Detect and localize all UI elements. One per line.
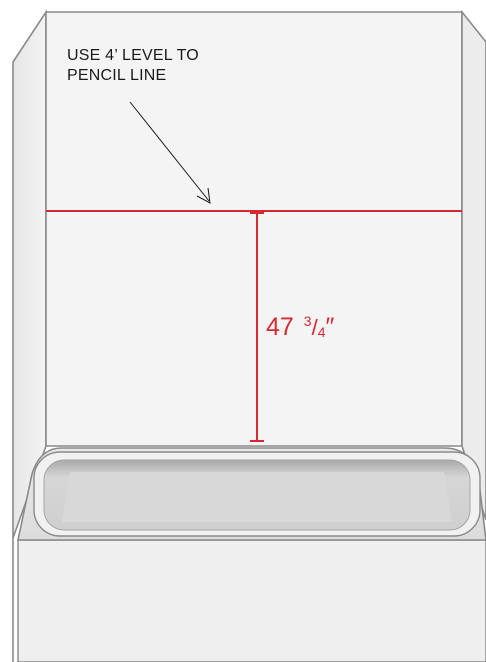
level-instruction-callout: USE 4’ LEVEL TO PENCIL LINE — [67, 46, 199, 86]
measurement-unit: ″ — [325, 313, 335, 341]
callout-arrow-line — [129, 101, 210, 202]
measurement-numerator: 3 — [303, 313, 312, 329]
callout-line-2: PENCIL LINE — [67, 67, 167, 84]
right-side-wall — [461, 9, 486, 521]
measurement-slash: / — [311, 315, 318, 340]
tub-apron — [17, 539, 486, 662]
measurement-denominator: 4 — [317, 324, 326, 340]
callout-line-1: USE 4’ LEVEL TO — [67, 47, 199, 64]
measurement-whole: 47 — [266, 313, 294, 341]
callout-arrow-head — [196, 187, 211, 204]
tub-basin-bottom — [62, 472, 452, 522]
height-measurement-label: 47 3/4″ — [266, 312, 334, 345]
